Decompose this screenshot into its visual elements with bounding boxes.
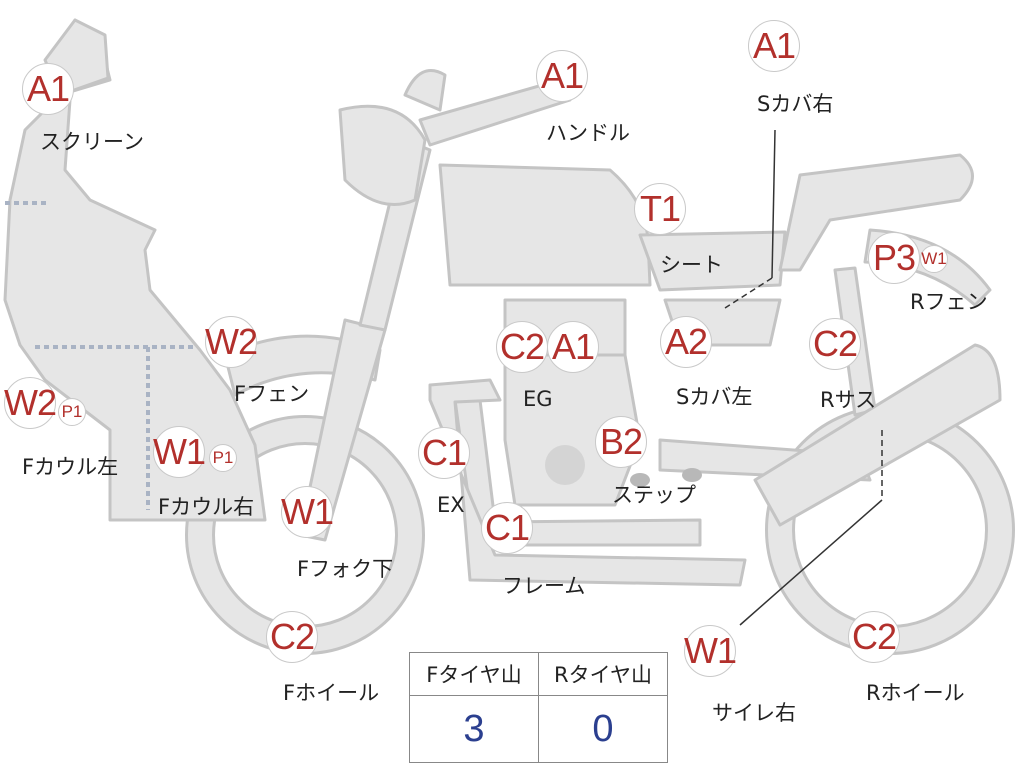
grade-front-fork[interactable]: W1 <box>281 486 334 538</box>
grade-cowl-left-2[interactable]: P1 <box>58 398 86 426</box>
label-screen: スクリーン <box>40 130 144 154</box>
label-rear-fender: Rフェン <box>910 290 988 314</box>
label-handle: ハンドル <box>546 121 630 145</box>
grade-engine-2[interactable]: A1 <box>547 321 599 373</box>
label-rear-susp: Rサス <box>820 388 877 412</box>
grade-rear-wheel[interactable]: C2 <box>848 611 900 663</box>
muffler-shape <box>753 343 1002 527</box>
seat-shape <box>638 230 787 292</box>
grade-screen[interactable]: A1 <box>22 63 74 115</box>
label-step: ステップ <box>612 483 696 507</box>
grade-rear-fender[interactable]: P3 <box>868 232 920 284</box>
label-front-fender: Fフェン <box>234 382 310 406</box>
label-cowl-left: Fカウル左 <box>22 455 119 479</box>
label-engine: EG <box>523 387 553 411</box>
grade-exhaust[interactable]: C1 <box>418 427 470 479</box>
leader-muffler <box>739 499 883 626</box>
grade-handle[interactable]: A1 <box>536 50 588 102</box>
label-cowl-right: Fカウル右 <box>158 495 255 519</box>
label-side-cover-r: Sカバ右 <box>757 92 834 116</box>
label-front-wheel: Fホイール <box>283 681 380 705</box>
leader-side-cover-r <box>771 129 776 279</box>
grade-rear-fender-2[interactable]: W1 <box>920 245 948 273</box>
tail-shape <box>778 153 974 272</box>
exhaust-shape <box>428 378 747 587</box>
grade-frame[interactable]: C1 <box>481 502 533 554</box>
label-seat: シート <box>660 253 723 277</box>
grade-front-fender[interactable]: W2 <box>205 316 258 368</box>
label-frame: フレーム <box>502 574 586 598</box>
fuel-tank-shape <box>438 163 652 287</box>
headlight-shape <box>338 104 427 206</box>
grade-step[interactable]: B2 <box>595 416 647 468</box>
tire-value-front: 3 <box>409 695 539 763</box>
grade-cowl-left[interactable]: W2 <box>4 377 57 429</box>
grade-cowl-right-2[interactable]: P1 <box>209 444 237 472</box>
grade-rear-susp[interactable]: C2 <box>809 318 861 370</box>
label-rear-wheel: Rホイール <box>866 681 965 705</box>
grade-side-cover-r[interactable]: A1 <box>748 20 800 72</box>
tire-tread-table: Fタイヤ山 Rタイヤ山 3 0 <box>409 652 668 763</box>
grade-side-cover-l[interactable]: A2 <box>660 316 712 368</box>
step-peg-2 <box>682 468 702 482</box>
tire-header-front: Fタイヤ山 <box>409 652 539 696</box>
grade-front-wheel[interactable]: C2 <box>266 611 318 663</box>
grade-cowl-right[interactable]: W1 <box>153 426 206 478</box>
step-peg-1 <box>630 473 650 487</box>
grade-muffler-r[interactable]: W1 <box>684 625 737 677</box>
label-exhaust: EX <box>437 493 465 517</box>
grade-engine[interactable]: C2 <box>496 321 548 373</box>
engine-cover <box>545 445 585 485</box>
label-muffler-r: サイレ右 <box>712 701 796 725</box>
tire-header-rear: Rタイヤ山 <box>538 652 668 696</box>
tire-value-rear: 0 <box>538 695 668 763</box>
engine-body <box>503 353 642 507</box>
label-front-fork: Fフォク下 <box>297 557 394 581</box>
label-side-cover-l: Sカバ左 <box>676 385 753 409</box>
grade-seat[interactable]: T1 <box>634 183 686 235</box>
mirror-shape <box>403 69 447 112</box>
